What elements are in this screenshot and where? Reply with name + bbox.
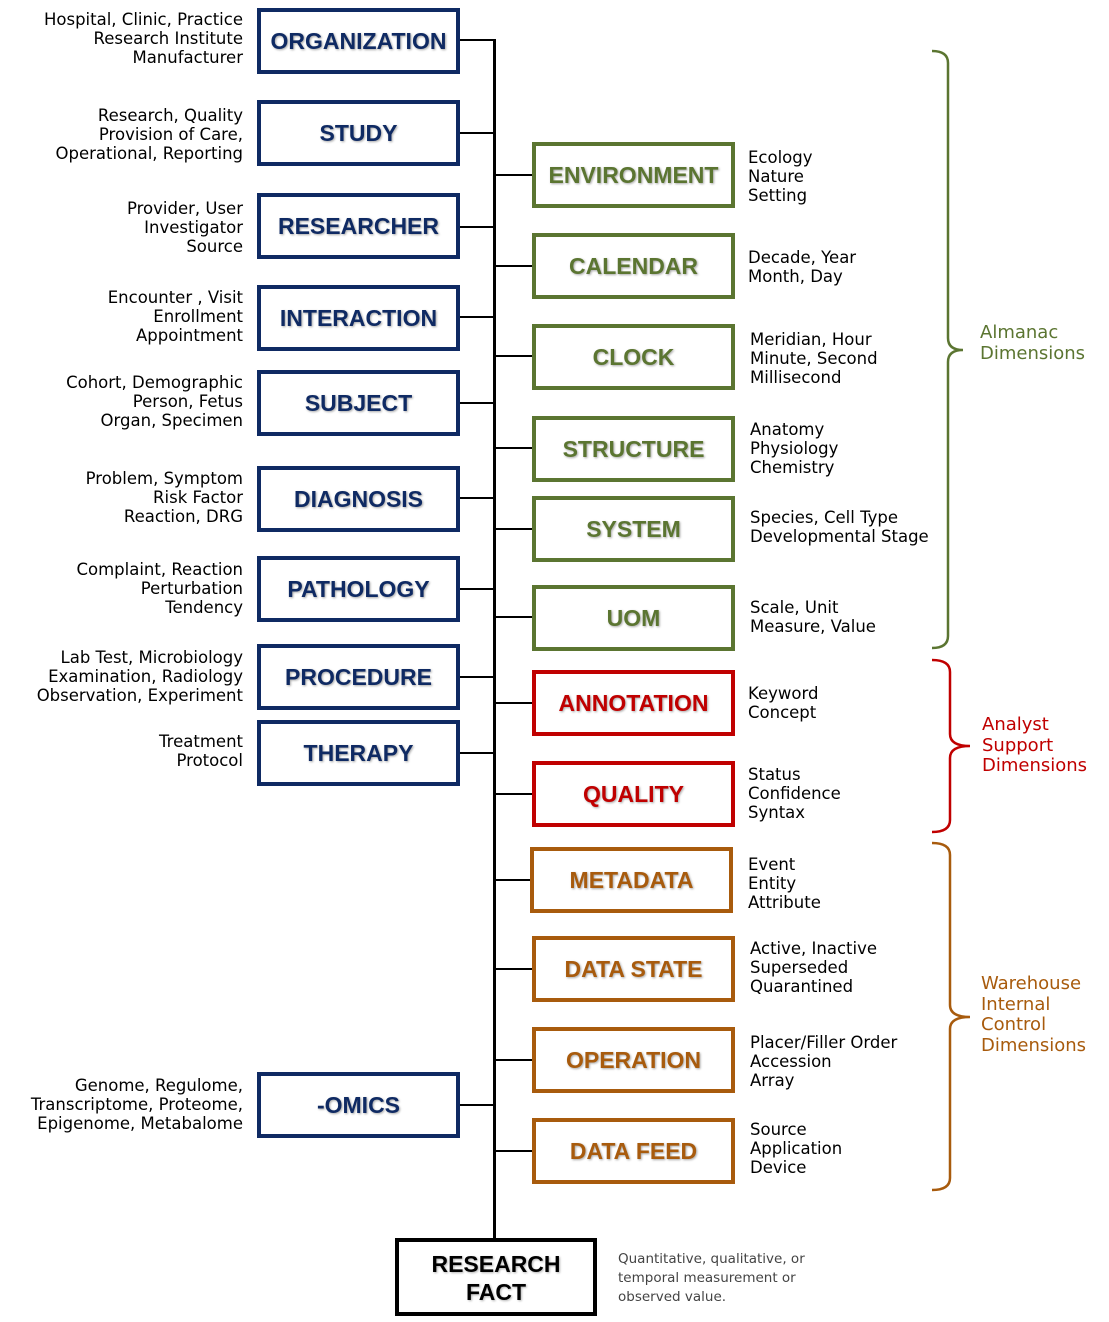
- dimension-box-interaction: INTERACTION: [257, 285, 460, 351]
- dimension-box-system: SYSTEM: [532, 496, 735, 562]
- dimension-box-pathology: PATHOLOGY: [257, 556, 460, 622]
- warehouse-bracket: [931, 841, 971, 1192]
- connector-metadata: [495, 879, 531, 881]
- dimension-box-environment: ENVIRONMENT: [532, 142, 735, 208]
- dimension-box-clock: CLOCK: [532, 324, 735, 390]
- connector-study: [460, 132, 495, 134]
- dimension-box-procedure: PROCEDURE: [257, 644, 460, 710]
- dimension-box-metadata: METADATA: [530, 847, 733, 913]
- connector-organization: [460, 39, 495, 41]
- dimension-box-subject: SUBJECT: [257, 370, 460, 436]
- dimension-box-organization: ORGANIZATION: [257, 8, 460, 74]
- connector-diagnosis: [460, 497, 495, 499]
- research-fact-note: Quantitative, qualitative, or temporal m…: [618, 1251, 805, 1305]
- connector-researcher: [460, 226, 495, 228]
- analyst-bracket: [931, 658, 971, 834]
- dimension-box-data-feed: DATA FEED: [532, 1118, 735, 1184]
- dimension-box-annotation: ANNOTATION: [532, 670, 735, 736]
- connector-structure: [495, 447, 533, 449]
- dimension-box-operation: OPERATION: [532, 1027, 735, 1093]
- connector-operation: [495, 1059, 533, 1061]
- dimension-box-researcher: RESEARCHER: [257, 193, 460, 259]
- dimension-box-quality: QUALITY: [532, 761, 735, 827]
- connector-calendar: [495, 265, 533, 267]
- connector-data-feed: [495, 1150, 533, 1152]
- connector-therapy: [460, 752, 495, 754]
- connector-system: [495, 528, 533, 530]
- dimension-box-calendar: CALENDAR: [532, 233, 735, 299]
- dimension-box-omics: -OMICS: [257, 1072, 460, 1138]
- connector-data-state: [495, 968, 533, 970]
- connector-uom: [495, 616, 533, 618]
- trunk-line: [493, 39, 496, 1239]
- dimension-box-therapy: THERAPY: [257, 720, 460, 786]
- dimension-box-uom: UOM: [532, 585, 735, 651]
- connector-clock: [495, 355, 533, 357]
- dimension-box-study: STUDY: [257, 100, 460, 166]
- almanac-bracket: [931, 49, 964, 650]
- connector-quality: [495, 793, 533, 795]
- description-omics: Genome, Regulome,Transcriptome, Proteome…: [30, 1076, 243, 1133]
- connector-interaction: [460, 316, 495, 318]
- connector-subject: [460, 402, 495, 404]
- dimension-box-data-state: DATA STATE: [532, 936, 735, 1002]
- connector-omics: [460, 1104, 495, 1106]
- connector-procedure: [460, 676, 495, 678]
- dimension-box-structure: STRUCTURE: [532, 416, 735, 482]
- connector-annotation: [495, 702, 533, 704]
- connector-environment: [495, 174, 533, 176]
- dimension-box-diagnosis: DIAGNOSIS: [257, 466, 460, 532]
- connector-pathology: [460, 588, 495, 590]
